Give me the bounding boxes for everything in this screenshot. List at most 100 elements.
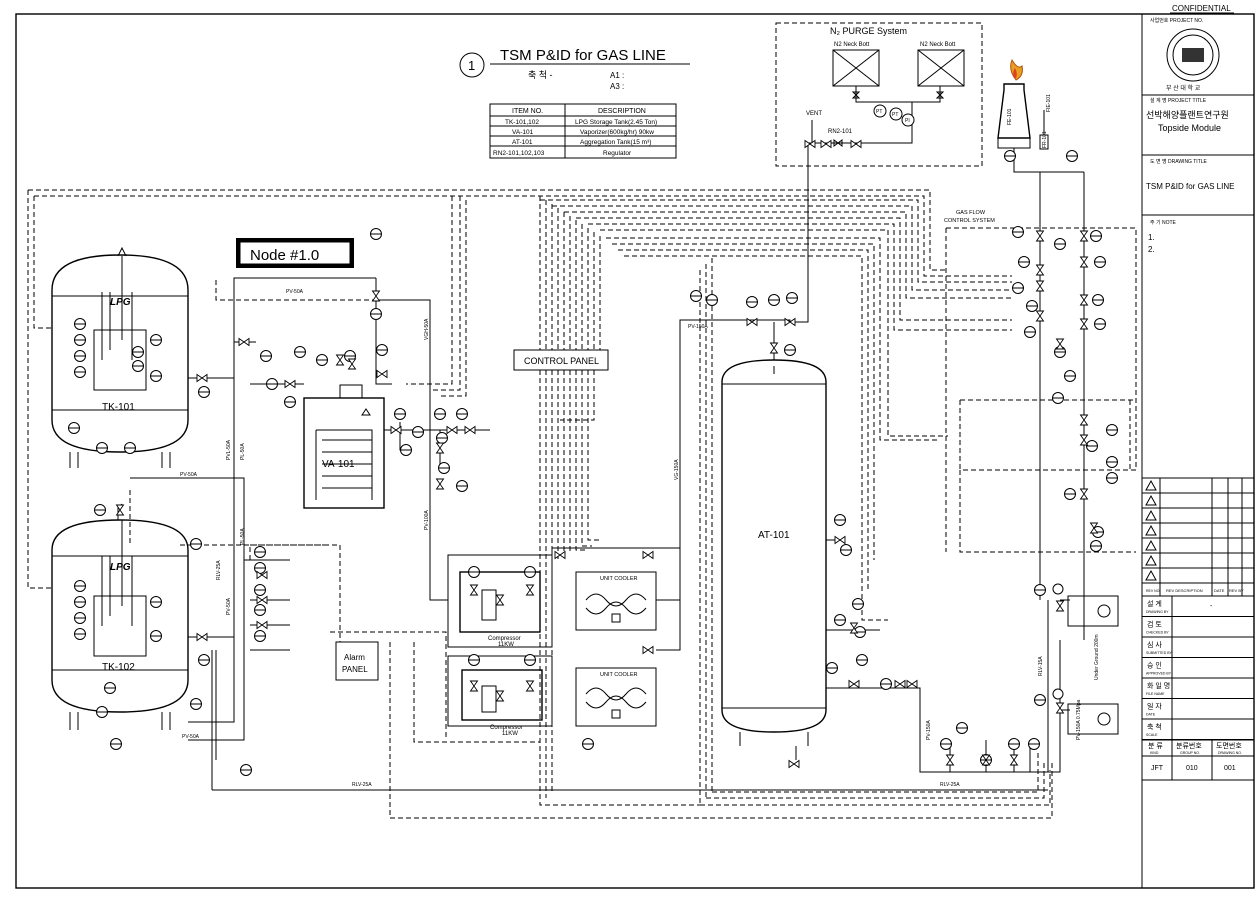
valve-icon <box>335 354 345 366</box>
revision-triangle-icon <box>1145 524 1157 536</box>
role-label: 화 일 명 <box>1147 681 1170 690</box>
sheet-border <box>15 13 1255 889</box>
valve-icon <box>469 584 479 596</box>
compressor-label: Compressor <box>488 636 521 642</box>
role-label-en: SCALE <box>1146 733 1158 737</box>
revision-triangle-icon <box>1145 479 1157 491</box>
role-label: 일 자 <box>1147 702 1162 711</box>
regulator-label: RN2-101 <box>828 129 853 135</box>
n2-to-at101-line <box>790 143 809 323</box>
valve-icon <box>1079 294 1089 306</box>
valve-icon <box>834 535 846 545</box>
university-seal <box>1166 28 1220 82</box>
valve-icon <box>1079 434 1089 446</box>
tk102-shell <box>51 519 189 713</box>
inst-tag: PI <box>905 118 910 124</box>
line-label: PV-150A 0.75Mpa <box>1076 699 1082 740</box>
drawing-title: TSM P&ID for GAS LINE <box>500 47 666 64</box>
at101-tag: AT-101 <box>758 530 790 541</box>
process-piping <box>130 171 1085 791</box>
unit-cooler-label: UNIT COOLER <box>600 672 638 678</box>
revision-triangle-icon <box>1145 539 1157 551</box>
valve-icon <box>1079 230 1089 242</box>
line-label: PV-100A <box>424 510 430 530</box>
n2-header-line <box>855 86 941 103</box>
valve-icon <box>435 442 445 454</box>
compressor-kw: 11KW <box>498 642 514 648</box>
va101-tag: VA-101 <box>322 459 355 470</box>
valve-icon <box>371 290 381 302</box>
liquid-level-icon <box>361 408 371 416</box>
line-label: PV-50A <box>226 597 232 615</box>
item-cell: LPG Storage Tank(2.45 Ton) <box>575 119 657 126</box>
control-signal-lines <box>27 189 1137 819</box>
valve-icon <box>1089 522 1099 534</box>
valve-icon <box>115 504 125 516</box>
university-name: 부 산 대 학 교 <box>1166 84 1201 92</box>
valve-icon <box>554 550 566 560</box>
role-label: 승 인 <box>1147 661 1162 670</box>
note-item: 2. <box>1148 245 1155 254</box>
valve-icon <box>238 337 250 347</box>
project-title-label: 설 계 명 PROJECT TITLE <box>1150 97 1207 104</box>
line-label: PV-150A <box>688 324 708 330</box>
role-label: 축 척 <box>1147 722 1162 731</box>
valve-icon <box>196 373 208 383</box>
underground-heat-exchangers <box>1052 583 1119 735</box>
valve-icon <box>906 679 918 689</box>
university-seal-inner <box>1172 34 1214 76</box>
item-cell: Aggregation Tank(15 m³) <box>580 139 651 146</box>
line-label: PV-150A <box>926 720 932 740</box>
line-label: PV-50A <box>286 289 304 295</box>
project-title-sub: Topside Module <box>1158 123 1221 133</box>
unit-cooler-2: UNIT COOLER <box>575 667 657 727</box>
control-panel-label: CONTROL PANEL <box>524 356 599 366</box>
role-value: - <box>1210 603 1213 610</box>
line-label: RLV-25A <box>352 782 372 788</box>
flare-stack: FE-101 FIE-101 FR-101 <box>997 58 1052 173</box>
node-label-inner <box>239 241 351 265</box>
role-label-en: FILE NAME <box>1146 692 1165 696</box>
flare-tip <box>997 83 1031 139</box>
cooler-coil-icon <box>585 593 647 607</box>
pressure-transmitter-icon <box>889 107 903 121</box>
vaporizer-coil <box>322 439 372 489</box>
role-label-en: CHECKED BY <box>1146 631 1169 635</box>
valve-icon <box>284 379 296 389</box>
role-label-en: APPROVED BY <box>1146 672 1172 676</box>
va-101: VA-101 <box>303 384 385 509</box>
classification-sub: KIND <box>1150 751 1159 755</box>
flare-tag: FE-101 <box>1007 108 1013 125</box>
valve-icon <box>347 358 357 370</box>
valve-icon <box>804 139 816 149</box>
cooler-coil-icon <box>585 687 647 701</box>
valve-icon <box>848 679 860 689</box>
role-label: 설 계 <box>1147 599 1162 608</box>
role-label-en: DRAWING BY <box>1146 610 1169 614</box>
item-cell: Regulator <box>603 150 632 157</box>
gas-flow-label: CONTROL SYSTEM <box>944 218 995 224</box>
n2-purge-system: N₂ PURGE System N2 Neck Bott N2 Neck Bot… <box>775 22 983 323</box>
regulator-icon <box>833 139 843 147</box>
compressor-label: Compressor <box>490 725 523 731</box>
classification-sub: GROUP NO. <box>1180 751 1200 755</box>
valve-icon <box>390 425 402 435</box>
item-table-header-item: ITEM NO. <box>512 108 543 115</box>
item-cell: AT-101 <box>512 139 533 146</box>
node-label-text: Node #1.0 <box>250 247 319 264</box>
valve-icon <box>1079 488 1089 500</box>
instrument-bubbles <box>68 150 1118 776</box>
role-label: 검 토 <box>1147 621 1162 629</box>
tk-102: LPG TK-102 <box>51 503 189 730</box>
scale-a3: A3 : <box>610 82 624 91</box>
inst-tag: PT <box>876 109 882 115</box>
alarm-panel-label: Alarm <box>344 653 365 662</box>
compressor-1 <box>459 571 541 633</box>
n2-bottle-cross <box>917 49 965 87</box>
line-label: PVL-50A <box>226 439 232 460</box>
pressure-indicator-icon <box>901 113 915 127</box>
valve-icon <box>784 317 796 327</box>
valve-icon <box>894 679 906 689</box>
drawing-title-label: 도 면 명 DRAWING TITLE <box>1150 158 1208 165</box>
tk101-tag: TK-101 <box>102 402 135 413</box>
